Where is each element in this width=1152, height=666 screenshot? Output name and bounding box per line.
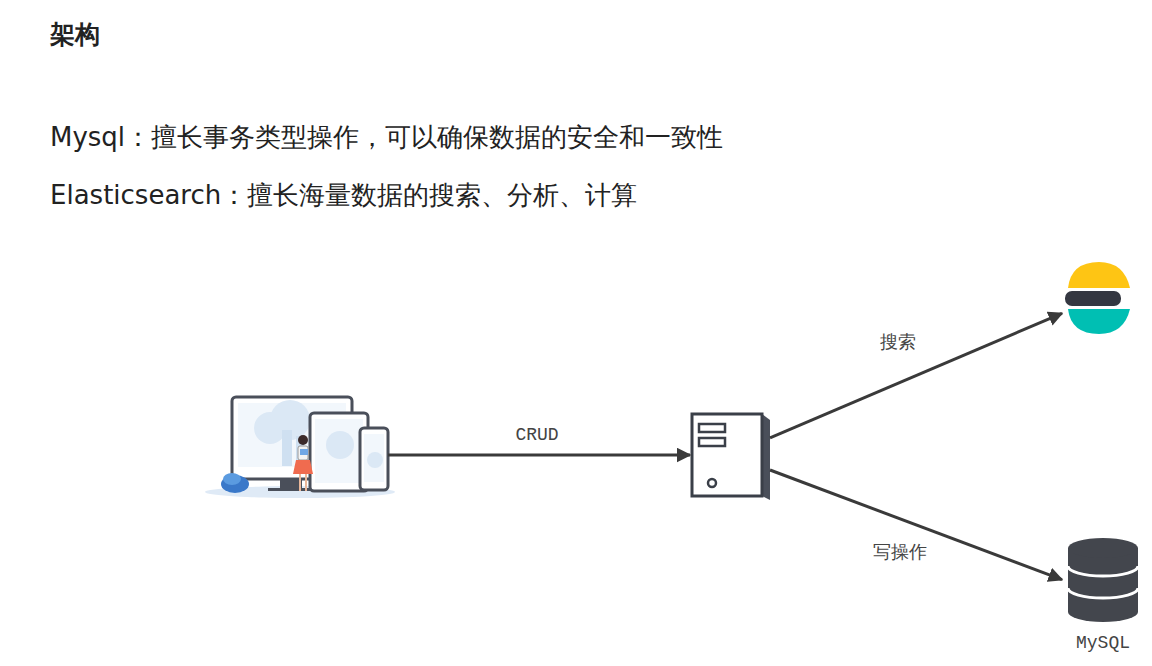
node-label: MySQL <box>1062 633 1144 653</box>
elasticsearch-node <box>1062 260 1134 336</box>
description-line: Mysql：擅长事务类型操作，可以确保数据的安全和一致性 <box>50 120 723 155</box>
edge-label: CRUD <box>511 424 562 446</box>
arrow-connector <box>388 454 690 457</box>
edge-label: 写操作 <box>869 539 931 565</box>
elasticsearch-logo <box>1065 262 1130 334</box>
client-devices <box>222 405 388 505</box>
server-icon <box>692 414 770 500</box>
description-line: Elasticsearch：擅长海量数据的搜索、分析、计算 <box>50 178 637 213</box>
arrow-connector <box>770 470 1062 580</box>
edge-label: 搜索 <box>876 329 920 355</box>
devices-illustration <box>205 397 395 498</box>
database-icon <box>1068 538 1138 622</box>
page-title: 架构 <box>50 18 100 51</box>
server-node <box>690 412 770 498</box>
mysql-node: MySQL <box>1062 535 1144 655</box>
arrow-connector <box>770 313 1062 438</box>
